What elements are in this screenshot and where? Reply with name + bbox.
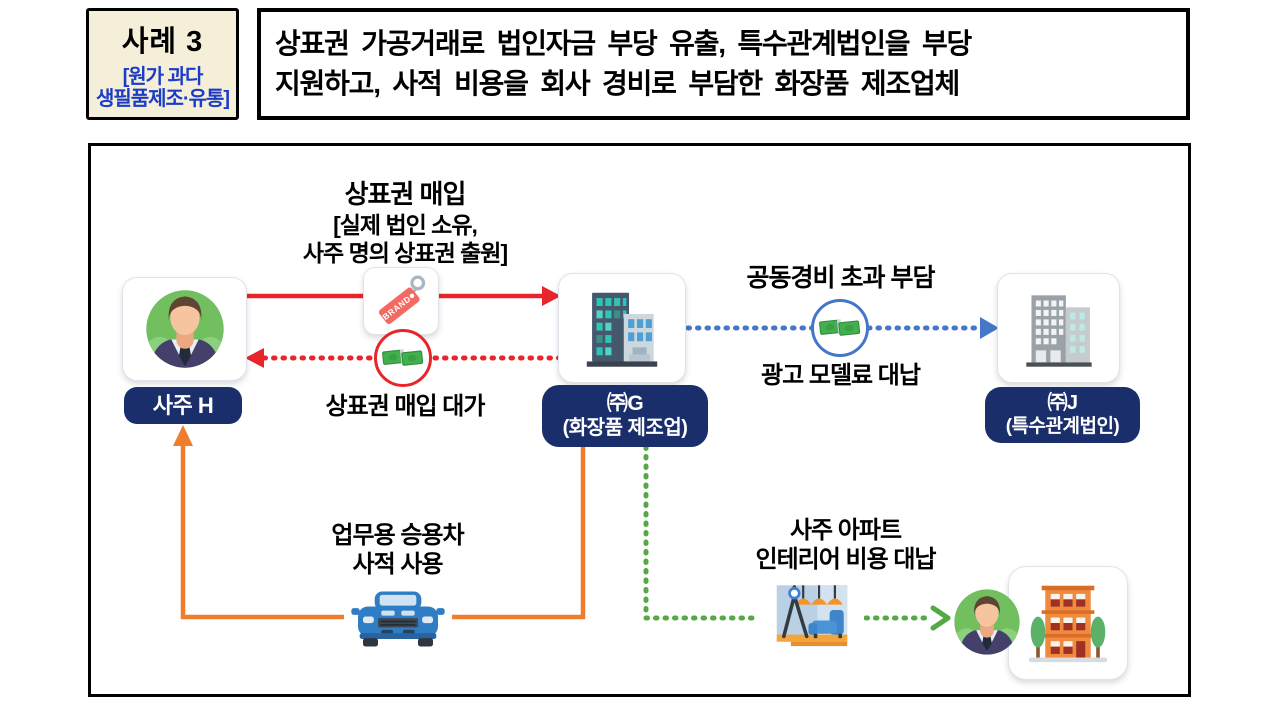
- ad-model-fee-label: 광고 모델료 대납: [761, 362, 921, 389]
- trademark-purchase-label: 상표권 매입 [실제 법인 소유, 사주 명의 상표권 출원]: [255, 179, 555, 267]
- blue-car-front-icon: [351, 591, 445, 647]
- case-title-line2: 지원하고, 사적 비용을 회사 경비로 부담한 화장품 제조업체: [275, 68, 960, 99]
- company-g-node-card: [558, 273, 686, 383]
- case-title-line1: 상표권 가공거래로 법인자금 부당 유출, 특수관계법인을 부당: [275, 28, 972, 60]
- company-j-name: ㈜J: [1047, 392, 1078, 414]
- company-g-name: ㈜G: [606, 391, 644, 415]
- case-number-box: 사례 3 [원가 과다 생필품제조·유통]: [86, 8, 239, 120]
- case-title-box: 상표권 가공거래로 법인자금 부당 유출, 특수관계법인을 부당 지원하고, 사…: [257, 8, 1190, 120]
- owner-node-card: [122, 277, 247, 381]
- joint-expense-label: 공동경비 초과 부담: [746, 264, 936, 292]
- apartment-cost-label: 사주 아파트 인테리어 비용 대납: [728, 516, 963, 575]
- company-car-label: 업무용 승용차 사적 사용: [300, 521, 495, 580]
- trademark-purchase-line1: 상표권 매입: [344, 179, 467, 209]
- case-category-line1: [원가 과다: [122, 65, 204, 88]
- interior-icon-bed: [760, 578, 864, 656]
- trademark-price-label: 상표권 매입 대가: [325, 393, 486, 420]
- apartment-cost-line1: 사주 아파트: [789, 517, 902, 544]
- owner-avatar-small: [953, 588, 1021, 656]
- interior-design-icon: [776, 585, 848, 647]
- company-j-label: ㈜J (특수관계법인): [985, 387, 1140, 443]
- businessman-avatar-icon: [145, 290, 224, 368]
- cash-banknotes-icon: [382, 349, 424, 366]
- company-g-type: (화장품 제조업): [562, 416, 688, 439]
- businessman-avatar-icon: [954, 589, 1020, 655]
- gray-office-buildings-icon: [1025, 295, 1092, 367]
- trademark-purchase-line3: 사주 명의 상표권 출원]: [302, 239, 508, 266]
- brand-tag-icon: BRAND: [378, 275, 426, 325]
- owner-apartment-card: [1008, 566, 1128, 680]
- company-car-line2: 사적 사용: [352, 551, 444, 579]
- brand-tag-card: BRAND: [363, 267, 439, 335]
- cash-banknotes-icon: [819, 319, 861, 336]
- orange-apartment-icon: [1028, 585, 1108, 663]
- company-car-icon-bed: [346, 584, 450, 654]
- trademark-payment-money-badge: [374, 329, 432, 387]
- case-number-label: 사례 3: [121, 25, 204, 58]
- company-g-label: ㈜G (화장품 제조업): [542, 385, 708, 447]
- trademark-purchase-line2: [실제 법인 소유,: [333, 211, 478, 238]
- company-j-node-card: [997, 273, 1120, 383]
- office-buildings-icon: [586, 292, 658, 367]
- company-j-type: (특수관계법인): [1005, 415, 1120, 437]
- apartment-cost-line2: 인테리어 비용 대납: [755, 546, 937, 574]
- case-category-line2: 생필품제조·유통]: [95, 88, 230, 110]
- owner-label: 사주 H: [124, 387, 242, 424]
- company-car-line1: 업무용 승용차: [331, 522, 464, 549]
- joint-expense-money-badge: [811, 299, 869, 357]
